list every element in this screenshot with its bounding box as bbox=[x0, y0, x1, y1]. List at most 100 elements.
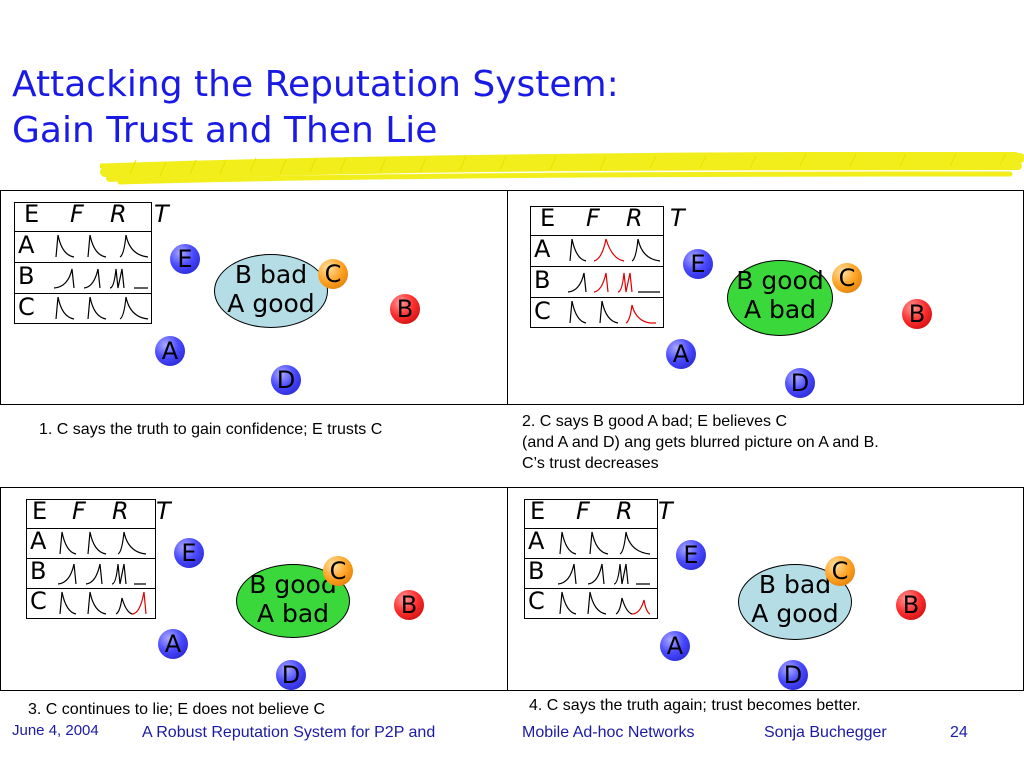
header-r: R bbox=[110, 200, 127, 228]
table-row-label-a: A bbox=[30, 527, 47, 555]
table-header: E F R T bbox=[530, 204, 690, 234]
grid-left-line-top bbox=[0, 190, 1, 404]
title-underline-brush bbox=[100, 152, 1024, 185]
table-row-divider bbox=[524, 558, 658, 559]
table-row-label-a: A bbox=[528, 527, 545, 555]
caption-line: (and A and D) ang gets blurred picture o… bbox=[522, 434, 879, 451]
header-r: R bbox=[112, 497, 129, 525]
table-row-divider bbox=[26, 558, 156, 559]
panel-1-caption: 1. C says the truth to gain confidence; … bbox=[39, 419, 382, 440]
slide-title-line1: Attacking the Reputation System: bbox=[12, 64, 619, 105]
caption-line: 3. C continues to lie; E does not believ… bbox=[28, 701, 326, 718]
table-row-label-c: C bbox=[528, 587, 545, 615]
claim-bubble-line1: B good bbox=[249, 570, 337, 599]
table-row-label-b: B bbox=[534, 266, 551, 294]
header-r: R bbox=[626, 204, 643, 232]
node-a: A bbox=[158, 629, 188, 659]
caption-line: 2. C says B good A bad; E believes C bbox=[522, 413, 788, 430]
reputation-sparklines bbox=[58, 531, 147, 615]
table-row-divider bbox=[530, 297, 664, 298]
node-b: B bbox=[896, 590, 926, 620]
claim-bubble: B good A bad bbox=[727, 260, 833, 336]
table-row-divider bbox=[26, 588, 156, 589]
table-row-divider bbox=[530, 235, 664, 236]
grid-center-line-top bbox=[507, 190, 508, 404]
caption-line: C’s trust decreases bbox=[522, 455, 659, 472]
claim-bubble-line2: A bad bbox=[256, 599, 330, 628]
claim-bubble-line1: B bad bbox=[758, 570, 832, 599]
claim-bubble-line1: B good bbox=[736, 266, 824, 295]
reputation-sparklines bbox=[568, 238, 661, 324]
footer-title-left: A Robust Reputation System for P2P and bbox=[142, 724, 436, 741]
table-row-label-b: B bbox=[30, 557, 47, 585]
caption-line: 4. C says the truth again; trust becomes… bbox=[529, 697, 861, 714]
table-frame bbox=[524, 499, 658, 619]
grid-center-line-bottom bbox=[507, 487, 508, 690]
table-row-label-a: A bbox=[534, 235, 551, 263]
claim-bubble-line2: A good bbox=[751, 599, 839, 628]
panel-2-caption: 2. C says B good A bad; E believes C (an… bbox=[522, 411, 879, 474]
table-row-label-c: C bbox=[18, 293, 35, 321]
footer-author: Sonja Buchegger bbox=[764, 724, 887, 741]
table-frame bbox=[14, 202, 152, 324]
node-c: C bbox=[825, 556, 855, 586]
table-row-divider bbox=[14, 262, 152, 263]
table-row-divider bbox=[14, 231, 152, 232]
table-row-label-c: C bbox=[30, 587, 47, 615]
header-t: T bbox=[670, 204, 685, 232]
header-f: F bbox=[70, 200, 84, 228]
table-row-label-b: B bbox=[528, 557, 545, 585]
slide-title: Attacking the Reputation System: Gain Tr… bbox=[12, 62, 619, 154]
table-header: E F R T bbox=[524, 497, 684, 527]
header-t: T bbox=[156, 497, 171, 525]
table-row-label-a: A bbox=[18, 231, 35, 259]
node-e: E bbox=[170, 244, 200, 274]
claim-bubble-line1: B bad bbox=[234, 260, 308, 289]
reputation-sparklines bbox=[558, 531, 651, 615]
node-a: A bbox=[666, 339, 696, 369]
table-frame bbox=[530, 206, 664, 328]
table-header: E F R T bbox=[14, 200, 174, 230]
node-e: E bbox=[683, 249, 713, 279]
footer-title-right: Mobile Ad-hoc Networks bbox=[522, 724, 695, 741]
node-a: A bbox=[660, 631, 690, 661]
footer-page-number: 24 bbox=[950, 724, 968, 741]
table-row-label-b: B bbox=[18, 262, 35, 290]
node-d: D bbox=[785, 368, 815, 398]
claim-bubble-line2: A bad bbox=[743, 295, 817, 324]
claim-bubble: B good A bad bbox=[236, 564, 350, 638]
table-header: E F R T bbox=[26, 497, 186, 527]
table-row-divider bbox=[524, 588, 658, 589]
table-row-label-c: C bbox=[534, 297, 551, 325]
grid-left-line-bottom bbox=[0, 487, 1, 690]
header-r: R bbox=[616, 497, 633, 525]
node-b: B bbox=[394, 590, 424, 620]
table-row-divider bbox=[26, 528, 156, 529]
node-c: C bbox=[318, 259, 348, 289]
slide-title-line2: Gain Trust and Then Lie bbox=[12, 110, 438, 151]
node-e: E bbox=[676, 540, 706, 570]
header-e: E bbox=[530, 497, 546, 525]
caption-line: 1. C says the truth to gain confidence; … bbox=[39, 421, 383, 438]
table-row-divider bbox=[14, 293, 152, 294]
header-e: E bbox=[32, 497, 48, 525]
claim-bubble-line2: A good bbox=[227, 289, 315, 318]
panel-4-caption: 4. C says the truth again; trust becomes… bbox=[529, 695, 861, 716]
node-b: B bbox=[390, 294, 420, 324]
panel-3-caption: 3. C continues to lie; E does not believ… bbox=[28, 699, 325, 720]
header-t: T bbox=[154, 200, 169, 228]
node-d: D bbox=[276, 660, 306, 690]
table-frame bbox=[26, 499, 156, 619]
grid-bottom-line bbox=[0, 690, 1024, 691]
header-f: F bbox=[576, 497, 590, 525]
table-row-divider bbox=[530, 266, 664, 267]
header-f: F bbox=[72, 497, 86, 525]
header-t: T bbox=[658, 497, 673, 525]
footer-date: June 4, 2004 bbox=[12, 722, 99, 739]
reputation-sparklines bbox=[54, 234, 149, 320]
header-e: E bbox=[540, 204, 556, 232]
table-row-divider bbox=[524, 528, 658, 529]
node-c: C bbox=[832, 263, 862, 293]
node-e: E bbox=[174, 538, 204, 568]
grid-mid-line-1 bbox=[0, 404, 1024, 405]
